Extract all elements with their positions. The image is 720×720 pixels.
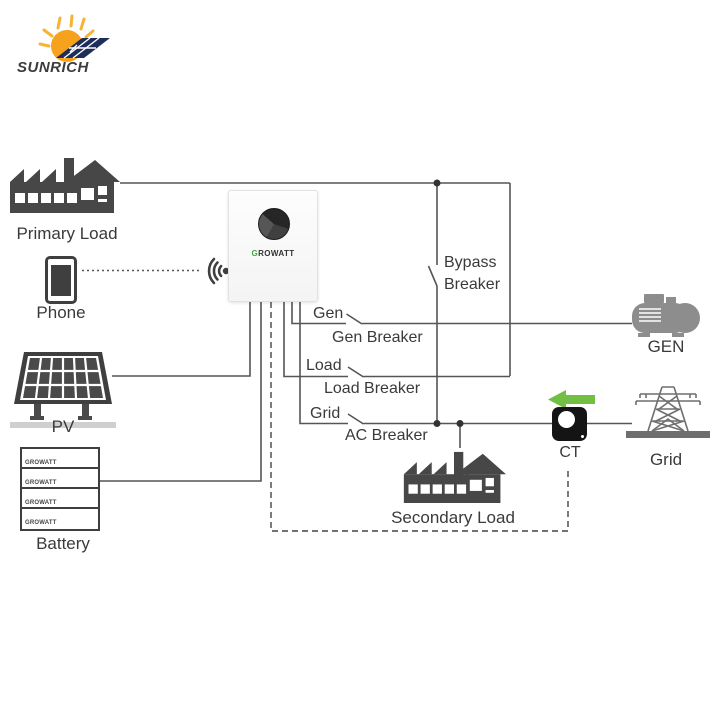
- ct-sensor-icon: [552, 407, 587, 441]
- phone-label: Phone: [36, 303, 86, 322]
- gen-switch-label: Gen: [313, 305, 344, 322]
- grid-label: Grid: [649, 450, 683, 469]
- primary-load-factory-icon: [8, 155, 120, 215]
- gen-breaker-label: Gen Breaker: [332, 329, 423, 346]
- pv-panel-icon: [10, 352, 116, 428]
- battery-module: GROWATT: [22, 469, 98, 489]
- inverter: GROWATT: [228, 190, 318, 302]
- primary-load-label: Primary Load: [16, 224, 118, 243]
- battery-label: Battery: [36, 534, 90, 553]
- grid-switch-label: Grid: [310, 405, 341, 422]
- load-switch-label: Load: [306, 357, 342, 374]
- gen-label: GEN: [647, 337, 685, 356]
- brand-logo: [38, 14, 110, 62]
- ct-label: CT: [559, 444, 581, 461]
- wifi-icon: [207, 257, 230, 285]
- grid-tower-icon: [626, 386, 710, 438]
- phone-icon: [45, 256, 77, 304]
- secondary-load-label: Secondary Load: [391, 508, 515, 527]
- inverter-brand-label: GROWATT: [251, 249, 295, 258]
- brand-text: SUNRICH: [17, 59, 89, 76]
- solar-panel-icon: [56, 37, 110, 59]
- generator-icon: [632, 294, 700, 337]
- battery-module: GROWATT: [22, 509, 98, 529]
- battery-module: GROWATT: [22, 449, 98, 469]
- secondary-load-factory-icon: [402, 449, 506, 505]
- ct-direction-arrow-icon: [548, 390, 595, 409]
- battery-module-label: GROWATT: [25, 480, 57, 486]
- pv-label: PV: [51, 417, 75, 436]
- battery-module: GROWATT: [22, 489, 98, 509]
- battery-module-label: GROWATT: [25, 520, 57, 526]
- ac-breaker-label: AC Breaker: [345, 427, 428, 444]
- inverter-dial-icon: [258, 208, 290, 240]
- load-breaker-label: Load Breaker: [324, 380, 421, 397]
- bypass-breaker-label: Bypass Breaker: [444, 254, 501, 293]
- battery-stack: GROWATT GROWATT GROWATT GROWATT: [20, 447, 100, 531]
- battery-module-label: GROWATT: [25, 460, 57, 466]
- battery-module-label: GROWATT: [25, 500, 57, 506]
